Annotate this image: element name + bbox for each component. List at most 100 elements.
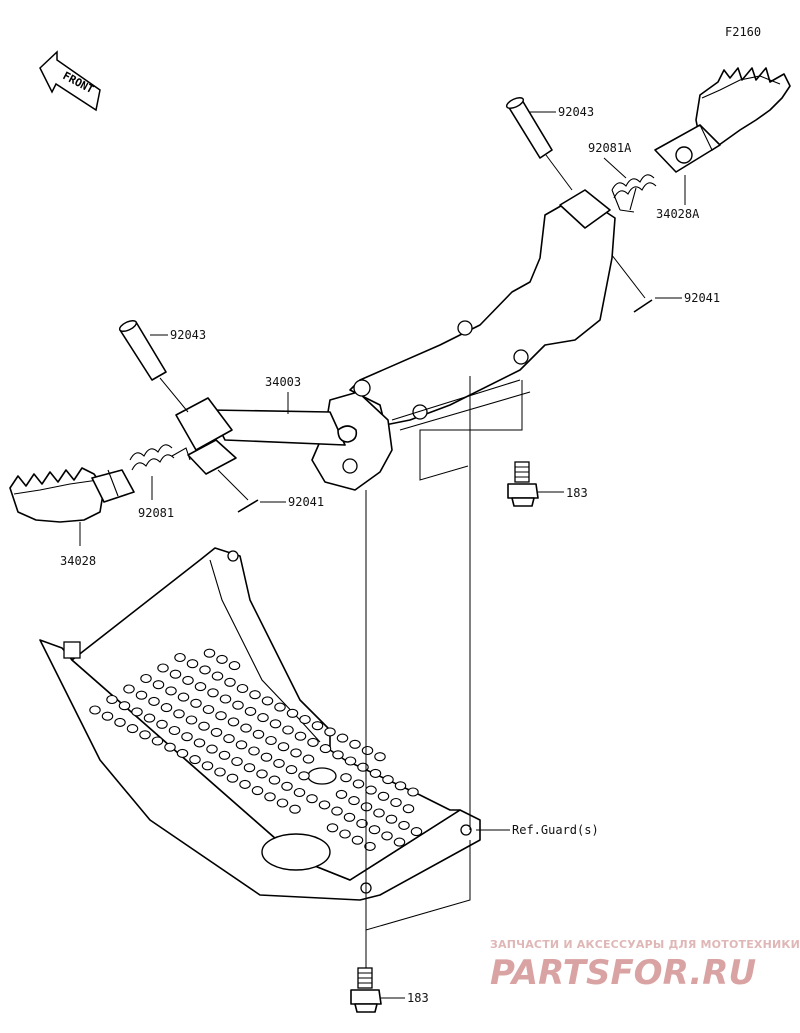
bolt-upper[interactable] (507, 461, 539, 507)
diagram-code: F2160 (725, 25, 761, 39)
watermark-brand: PARTSFOR.RU (490, 953, 756, 993)
vent-hole (373, 808, 385, 818)
vent-hole (214, 767, 226, 777)
vent-hole (194, 682, 207, 692)
spring-left[interactable] (129, 444, 191, 471)
label-footpeg-left: 34028 (60, 554, 96, 568)
label-pin-left: 92043 (170, 328, 206, 342)
vent-hole (165, 686, 177, 696)
vent-hole (290, 748, 302, 758)
vent-hole (174, 652, 186, 663)
vent-hole (348, 796, 360, 806)
vent-hole (151, 736, 164, 746)
vent-hole (207, 688, 219, 698)
vent-hole (281, 781, 293, 791)
vent-hole (232, 700, 244, 710)
pin-right[interactable] (505, 96, 553, 159)
vent-hole (364, 841, 376, 851)
vent-hole (182, 675, 194, 685)
vent-hole (381, 831, 393, 841)
vent-hole (156, 719, 168, 729)
vent-hole (368, 825, 381, 835)
footpeg-right[interactable] (654, 67, 791, 173)
vent-hole (185, 715, 198, 725)
vent-hole (344, 756, 357, 766)
vent-hole (101, 711, 114, 721)
label-spring-left: 92081 (138, 506, 174, 520)
vent-hole (131, 707, 143, 717)
watermark-tagline: ЗАПЧАСТИ И АКСЕССУАРЫ ДЛЯ МОТОТЕХНИКИ (490, 938, 800, 951)
vent-hole (349, 739, 361, 749)
skid-guard[interactable] (39, 547, 481, 901)
vent-hole (164, 742, 176, 752)
vent-hole (394, 781, 407, 791)
vent-hole (393, 837, 406, 847)
reference-lines (365, 376, 523, 968)
vent-hole (340, 773, 352, 783)
vent-hole (173, 709, 185, 719)
vent-hole (324, 727, 336, 737)
pin-left[interactable] (118, 319, 167, 381)
vent-hole (276, 798, 289, 808)
vent-hole (377, 791, 390, 801)
vent-hole (203, 648, 216, 658)
vent-hole (356, 818, 368, 829)
vent-hole (118, 701, 131, 711)
vent-hole (369, 768, 382, 778)
footpeg-bracket[interactable] (175, 189, 616, 491)
vent-hole (261, 696, 274, 706)
vent-hole (202, 704, 215, 715)
vent-hole (318, 800, 331, 810)
vent-hole (299, 714, 311, 725)
vent-hole (218, 750, 231, 760)
vent-hole (252, 729, 265, 739)
vent-hole (206, 744, 218, 754)
cotter-left[interactable] (237, 499, 259, 513)
vent-hole (186, 659, 199, 669)
vent-hole (331, 806, 343, 816)
vent-hole (382, 775, 394, 785)
front-arrow-icon: FRONT (39, 50, 101, 112)
cotter-right[interactable] (633, 299, 653, 313)
label-footpeg-right: 34028A (656, 207, 700, 221)
label-cotter-left: 92041 (288, 495, 324, 509)
vent-hole (198, 721, 210, 731)
vent-hole (407, 787, 419, 797)
vent-hole (226, 773, 239, 783)
vent-hole (219, 694, 232, 704)
vent-hole (114, 717, 126, 727)
vent-hole (240, 723, 252, 733)
vent-hole (374, 752, 386, 762)
bolt-lower[interactable] (350, 967, 382, 1013)
label-pin-right: 92043 (558, 105, 594, 119)
label-guard-ref: Ref.Guard(s) (512, 823, 599, 837)
vent-hole (190, 698, 202, 708)
watermark: ЗАПЧАСТИ И АКСЕССУАРЫ ДЛЯ МОТОТЕХНИКИ PA… (490, 938, 800, 993)
spring-right[interactable] (611, 174, 657, 213)
vent-hole (215, 711, 227, 721)
vent-hole (181, 732, 193, 742)
vent-hole (410, 827, 423, 837)
vent-hole (398, 820, 410, 830)
vent-hole (326, 823, 339, 833)
vent-hole (339, 829, 351, 839)
vent-hole (265, 735, 277, 746)
vent-hole (264, 792, 276, 802)
vent-hole (286, 708, 299, 718)
guard-vent-holes (89, 648, 423, 851)
vent-hole (307, 737, 319, 747)
vent-hole (402, 804, 415, 814)
vent-hole (235, 740, 248, 750)
vent-hole (160, 703, 173, 713)
vent-hole (311, 721, 324, 731)
vent-hole (249, 690, 261, 700)
vent-hole (140, 673, 152, 684)
vent-hole (199, 665, 211, 675)
vent-hole (216, 654, 228, 664)
footpeg-left[interactable] (9, 467, 135, 523)
vent-hole (268, 775, 281, 785)
vent-hole (274, 702, 286, 712)
vent-hole (239, 779, 251, 789)
vent-hole (223, 734, 235, 744)
